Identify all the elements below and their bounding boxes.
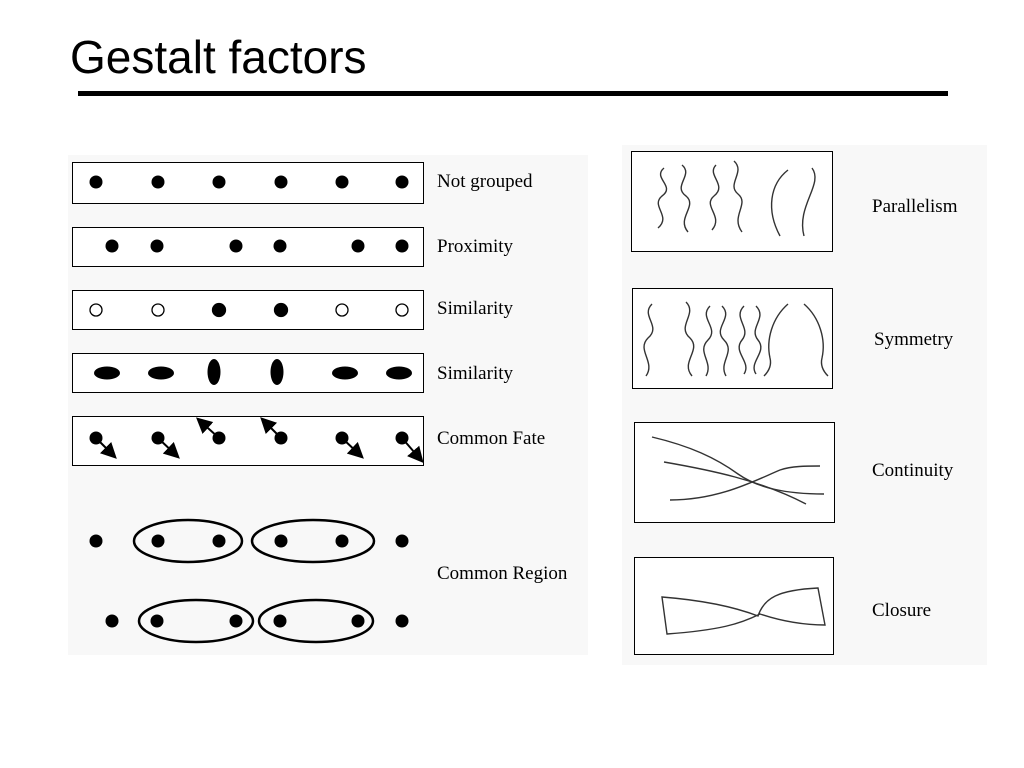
not-grouped-box bbox=[72, 162, 424, 204]
similarity-color-box bbox=[72, 290, 424, 330]
similarity-shape-box bbox=[72, 353, 424, 393]
proximity-box bbox=[72, 227, 424, 267]
slide-title: Gestalt factors bbox=[70, 31, 367, 83]
continuity-box bbox=[634, 422, 835, 523]
label-common-region: Common Region bbox=[437, 563, 568, 584]
label-not-grouped: Not grouped bbox=[437, 171, 533, 192]
label-parallelism: Parallelism bbox=[872, 196, 958, 217]
label-similarity-1: Similarity bbox=[437, 298, 513, 319]
label-closure: Closure bbox=[872, 600, 932, 621]
label-symmetry: Symmetry bbox=[874, 329, 954, 350]
parallelism-box bbox=[631, 151, 833, 252]
title-underline bbox=[78, 91, 948, 96]
label-continuity: Continuity bbox=[872, 460, 954, 481]
closure-box bbox=[634, 557, 834, 655]
label-proximity: Proximity bbox=[437, 236, 514, 257]
label-similarity-2: Similarity bbox=[437, 363, 513, 384]
symmetry-box bbox=[632, 288, 833, 389]
common-fate-box bbox=[72, 416, 424, 466]
label-common-fate: Common Fate bbox=[437, 428, 546, 449]
